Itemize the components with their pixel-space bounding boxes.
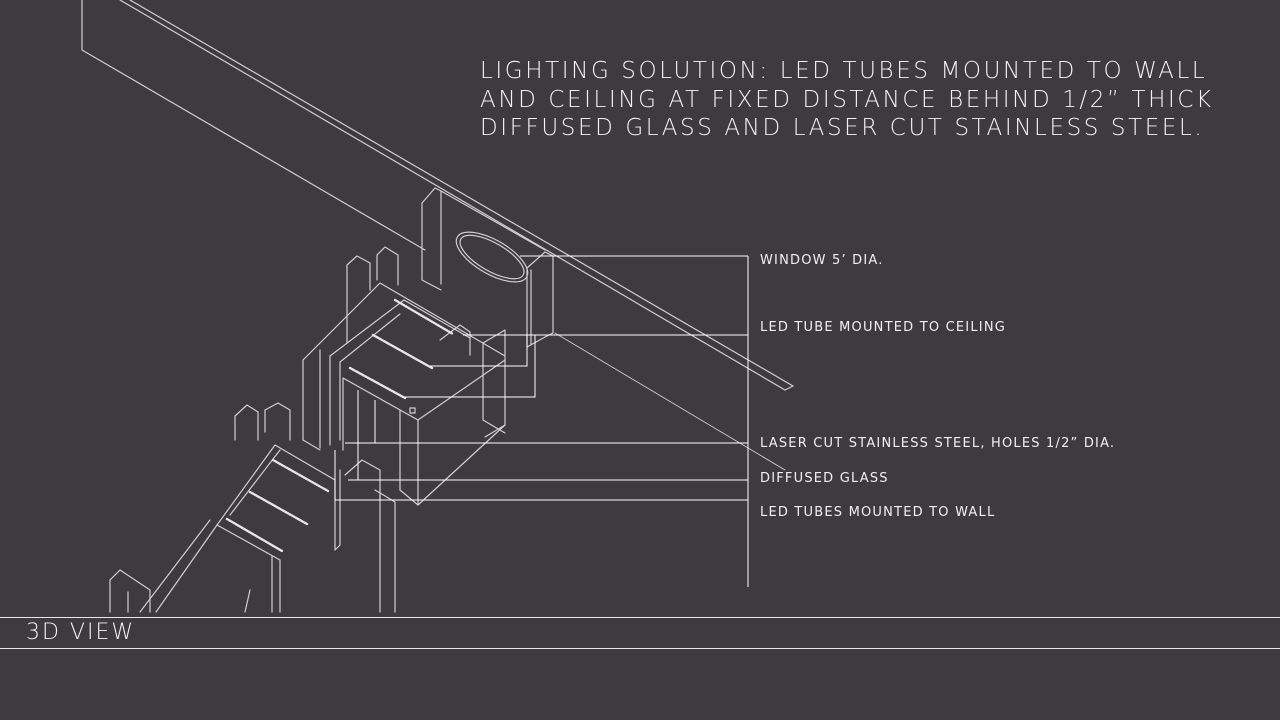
callout-led-wall: LED TUBES MOUNTED TO WALL	[760, 505, 996, 520]
callout-window: WINDOW 5’ DIA.	[760, 253, 884, 268]
view-label-top-rule	[0, 617, 1280, 618]
callout-laser-steel: LASER CUT STAINLESS STEEL, HOLES 1/2” DI…	[760, 436, 1116, 451]
view-label-bottom-rule	[0, 648, 1280, 649]
ceiling-led-tubes	[348, 298, 455, 400]
callout-diffused-glass: DIFFUSED GLASS	[760, 471, 889, 486]
title-line-2: AND CEILING AT FIXED DISTANCE BEHIND 1/2…	[480, 86, 1214, 113]
title-line-1: LIGHTING SOLUTION: LED TUBES MOUNTED TO …	[480, 58, 1208, 84]
window-frame	[421, 187, 554, 348]
leader-lines	[334, 255, 749, 587]
ceiling-beam	[81, 0, 794, 471]
title-line-3: DIFFUSED GLASS AND LASER CUT STAINLESS S…	[480, 115, 1205, 141]
view-label: 3D VIEW	[26, 620, 136, 645]
ceiling-light-box	[302, 246, 506, 506]
leader-led-ceiling-2	[430, 335, 528, 367]
callout-led-ceiling: LED TUBE MOUNTED TO CEILING	[760, 320, 1007, 335]
wall-light-box	[109, 402, 396, 613]
leader-led-ceiling-3	[405, 335, 536, 398]
lighting-solution-title: LIGHTING SOLUTION: LED TUBES MOUNTED TO …	[480, 57, 1270, 143]
wall-led-tubes	[225, 458, 330, 553]
